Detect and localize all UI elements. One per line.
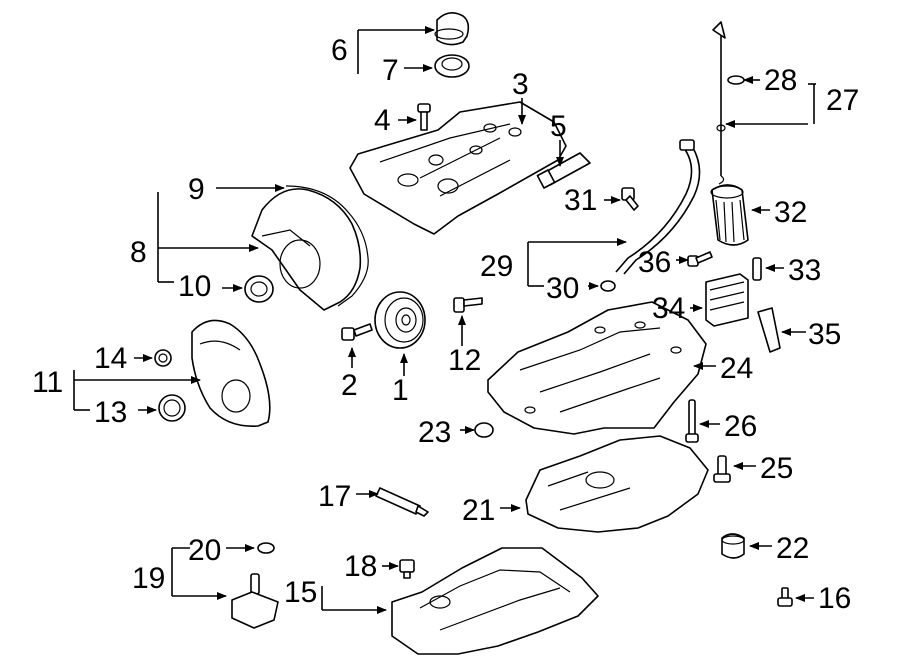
upper-oil-pan-baffle-part[interactable]: [525, 435, 709, 533]
oil-level-sensor-part[interactable]: [399, 559, 415, 579]
callout-9: 9: [188, 173, 205, 206]
callout-26: 26: [724, 410, 757, 443]
callout-32: 32: [774, 196, 807, 229]
callout-20: 20: [188, 534, 221, 567]
timing-cover-seal-part[interactable]: [244, 275, 274, 303]
callout-3: 3: [512, 68, 529, 101]
drain-plug-assembly-part[interactable]: [231, 573, 279, 629]
callout-28: 28: [764, 64, 797, 97]
callout-29: 29: [480, 250, 513, 283]
callout-22: 22: [776, 532, 809, 565]
callout-11: 11: [32, 366, 63, 399]
valve-cover-bolt-part[interactable]: [417, 103, 431, 131]
lower-oil-pan-part[interactable]: [391, 547, 599, 655]
upper-timing-cover-part[interactable]: [251, 185, 369, 311]
callout-21: 21: [462, 494, 495, 527]
callout-33: 33: [788, 254, 821, 287]
o-ring-part[interactable]: [474, 422, 494, 438]
callout-18: 18: [344, 550, 377, 583]
pan-stud-part[interactable]: [713, 455, 731, 483]
oil-filler-cap-part[interactable]: [434, 12, 470, 46]
cooler-bolt-part[interactable]: [687, 251, 713, 267]
callout-24: 24: [720, 352, 753, 385]
callout-31: 31: [564, 184, 597, 217]
upper-oil-pan-part[interactable]: [487, 301, 707, 435]
callout-5: 5: [550, 110, 567, 143]
oil-filter-part[interactable]: [710, 184, 749, 246]
callout-34: 34: [652, 292, 685, 325]
callout-1: 1: [392, 374, 409, 407]
callout-36: 36: [638, 246, 671, 279]
callout-13: 13: [94, 396, 127, 429]
oil-filter-cap-part[interactable]: [721, 533, 745, 559]
callout-35: 35: [808, 318, 841, 351]
filter-housing-bolt-part[interactable]: [752, 257, 762, 281]
breather-tube-part[interactable]: [536, 152, 591, 189]
callout-14: 14: [94, 342, 127, 375]
callout-8: 8: [130, 236, 147, 269]
crankshaft-pulley-part[interactable]: [374, 291, 426, 349]
callout-6: 6: [331, 34, 348, 67]
dipstick-tube-part[interactable]: [615, 139, 701, 275]
drain-plug-washer-part[interactable]: [257, 542, 275, 554]
front-seal-part[interactable]: [158, 394, 186, 422]
tube-bolt-part[interactable]: [621, 187, 639, 211]
callout-27: 27: [826, 84, 859, 117]
pulley-bolt-part[interactable]: [341, 323, 373, 341]
cooler-gasket-part[interactable]: [757, 307, 781, 353]
cover-plug-part[interactable]: [154, 349, 172, 367]
callout-2: 2: [341, 369, 358, 402]
callout-25: 25: [760, 452, 793, 485]
callout-15: 15: [284, 576, 317, 609]
callout-12: 12: [448, 344, 481, 377]
callout-7: 7: [382, 54, 399, 87]
callout-19: 19: [132, 562, 165, 595]
callout-23: 23: [418, 416, 451, 449]
sealant-tube-part[interactable]: [375, 487, 429, 517]
tube-o-ring-part[interactable]: [600, 280, 616, 292]
callout-16: 16: [818, 582, 851, 615]
filler-cap-seal-part[interactable]: [434, 54, 470, 78]
callout-10: 10: [178, 270, 211, 303]
dipstick-part[interactable]: [712, 21, 726, 185]
callout-30: 30: [546, 272, 579, 305]
lower-timing-cover-part[interactable]: [191, 319, 271, 427]
dipstick-o-ring-part[interactable]: [727, 75, 745, 85]
callout-17: 17: [318, 480, 351, 513]
callout-4: 4: [374, 104, 391, 137]
timing-cover-bolt-part[interactable]: [453, 297, 483, 313]
pan-long-bolt-part[interactable]: [685, 399, 699, 443]
valve-cover-part[interactable]: [349, 101, 567, 235]
pan-bolt-part[interactable]: [777, 587, 793, 607]
oil-cooler-part[interactable]: [705, 273, 749, 327]
